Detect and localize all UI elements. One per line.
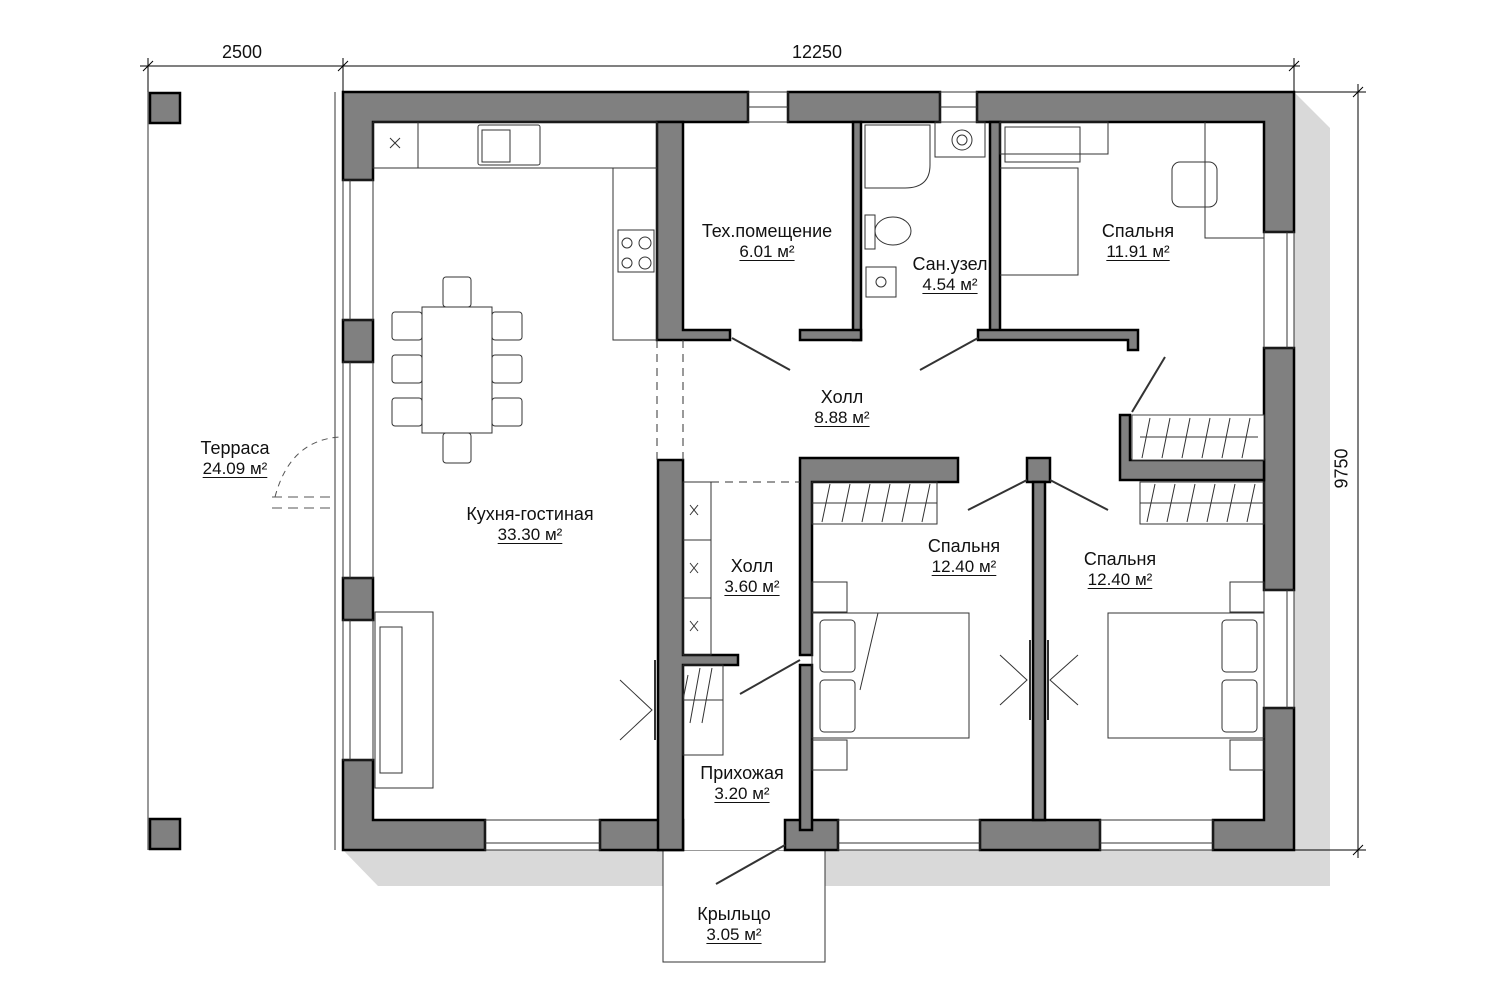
bed: [811, 612, 970, 739]
room-area: 6.01 м²: [739, 242, 795, 261]
kitchen-furniture: [372, 121, 658, 789]
doors: [619, 337, 1166, 885]
room-area: 8.88 м²: [814, 408, 870, 427]
windows: [342, 91, 1295, 851]
terrace-column: [148, 817, 182, 851]
sofa: [374, 611, 434, 789]
bed: [1107, 612, 1265, 739]
dimension-house-width: 12250: [792, 42, 843, 62]
room-area: 11.91 м²: [1106, 242, 1170, 261]
room-name: Сан.узел: [912, 254, 988, 274]
room-name: Тех.помещение: [701, 221, 833, 241]
toilet: [874, 216, 912, 246]
dimension-house-depth: 9750: [1331, 448, 1352, 489]
terrace-column: [148, 91, 182, 125]
cooktop: [617, 229, 655, 273]
room-name: Спальня: [1101, 221, 1175, 241]
bathroom-fixtures: [864, 121, 986, 298]
terrace-outline: [147, 91, 341, 851]
room-name: Терраса: [200, 438, 270, 458]
room-area: 3.05 м²: [706, 925, 762, 944]
room-area: 3.20 м²: [714, 784, 770, 803]
room-area: 24.09 м²: [202, 459, 268, 478]
room-area: 4.54 м²: [922, 275, 978, 294]
sink: [477, 124, 541, 166]
bedroom-furniture: [811, 481, 1265, 771]
room-name: Спальня: [927, 536, 1001, 556]
room-area: 33.30 м²: [497, 525, 563, 544]
hall-wardrobes: [682, 481, 724, 756]
room-area: 3.60 м²: [724, 577, 780, 596]
room-area: 12.40 м²: [931, 557, 997, 576]
room-name: Кухня-гостиная: [466, 504, 594, 524]
room-name: Прихожая: [700, 763, 784, 783]
room-name: Крыльцо: [697, 904, 771, 924]
shower: [864, 124, 931, 189]
room-name: Холл: [820, 387, 864, 407]
room-name: Спальня: [1083, 549, 1157, 569]
room-area: 12.40 м²: [1087, 570, 1153, 589]
dimension-terrace-width: 2500: [222, 42, 263, 62]
dimension-lines: [140, 58, 1366, 858]
bedroom1-furniture: [999, 121, 1265, 461]
room-name: Холл: [730, 556, 774, 576]
